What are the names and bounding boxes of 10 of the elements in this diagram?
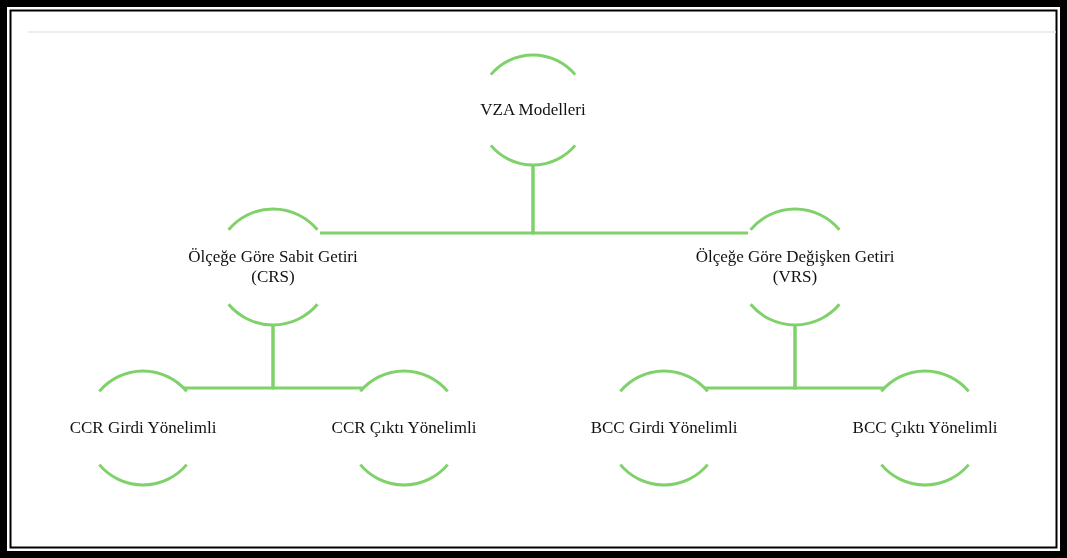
node-label: BCC Çıktı Yönelimli <box>852 418 998 438</box>
node-label: Ölçeğe Göre Değişken Getiri (VRS) <box>694 247 896 287</box>
node-label: CCR Girdi Yönelimli <box>69 418 217 438</box>
connector-line <box>793 325 885 390</box>
connector-line <box>271 325 364 390</box>
connector-line <box>531 165 748 235</box>
node-label: Ölçeğe Göre Sabit Getiri (CRS) <box>187 247 359 287</box>
node-label: VZA Modelleri <box>480 100 586 120</box>
node-label: BCC Girdi Yönelimli <box>590 418 738 438</box>
node-label: CCR Çıktı Yönelimli <box>331 418 477 438</box>
